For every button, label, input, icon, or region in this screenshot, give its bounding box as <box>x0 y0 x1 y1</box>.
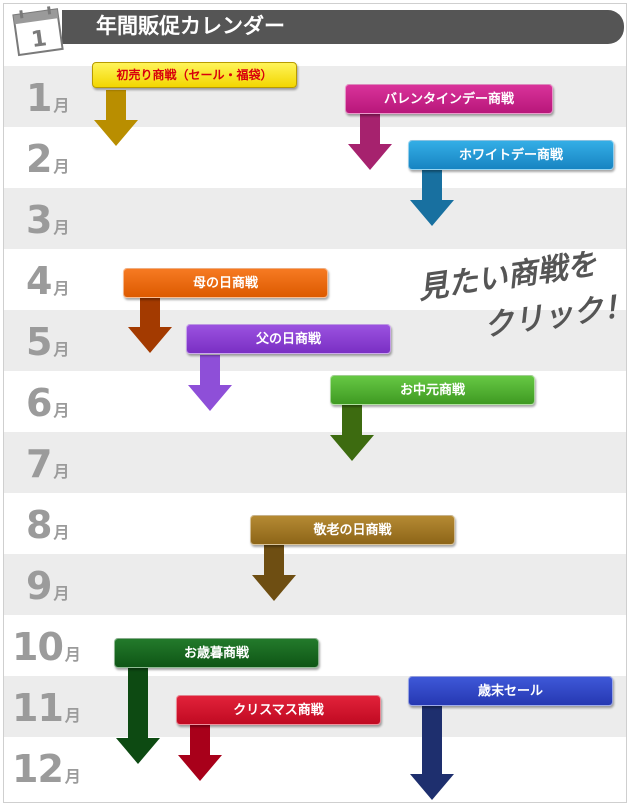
campaign-fathers-day[interactable]: 父の日商戦 <box>186 324 391 354</box>
campaign-ochugen[interactable]: お中元商戦 <box>330 375 535 405</box>
arrow-down-icon <box>116 668 160 764</box>
arrow-down-icon <box>348 114 392 170</box>
arrow-down-icon <box>330 405 374 461</box>
campaign-respect-for-aged-day[interactable]: 敬老の日商戦 <box>250 515 455 545</box>
arrow-down-icon <box>410 170 454 226</box>
campaign-oseibo[interactable]: お歳暮商戦 <box>114 638 319 668</box>
campaign-valentines[interactable]: バレンタインデー商戦 <box>345 84 553 114</box>
campaign-christmas[interactable]: クリスマス商戦 <box>176 695 381 725</box>
arrow-down-icon <box>94 90 138 146</box>
calendar-icon: 1 <box>12 6 64 57</box>
calendar-frame <box>3 3 627 803</box>
title-bar <box>62 10 624 44</box>
calendar-icon-number: 1 <box>30 26 49 53</box>
arrow-down-icon <box>178 725 222 781</box>
arrow-down-icon <box>128 297 172 353</box>
campaign-year-end-sale[interactable]: 歳末セール <box>408 676 613 706</box>
campaign-white-day[interactable]: ホワイトデー商戦 <box>408 140 614 170</box>
arrow-down-icon <box>252 545 296 601</box>
page-title: 年間販促カレンダー <box>96 14 285 38</box>
click-hint: 見たい商戦を クリック！ <box>416 247 620 344</box>
campaign-new-year-sale[interactable]: 初売り商戦（セール・福袋） <box>92 62 297 88</box>
campaign-mothers-day[interactable]: 母の日商戦 <box>123 268 328 298</box>
click-hint-line2: クリック！ <box>482 288 620 344</box>
arrow-down-icon <box>410 706 454 800</box>
arrow-down-icon <box>188 355 232 411</box>
